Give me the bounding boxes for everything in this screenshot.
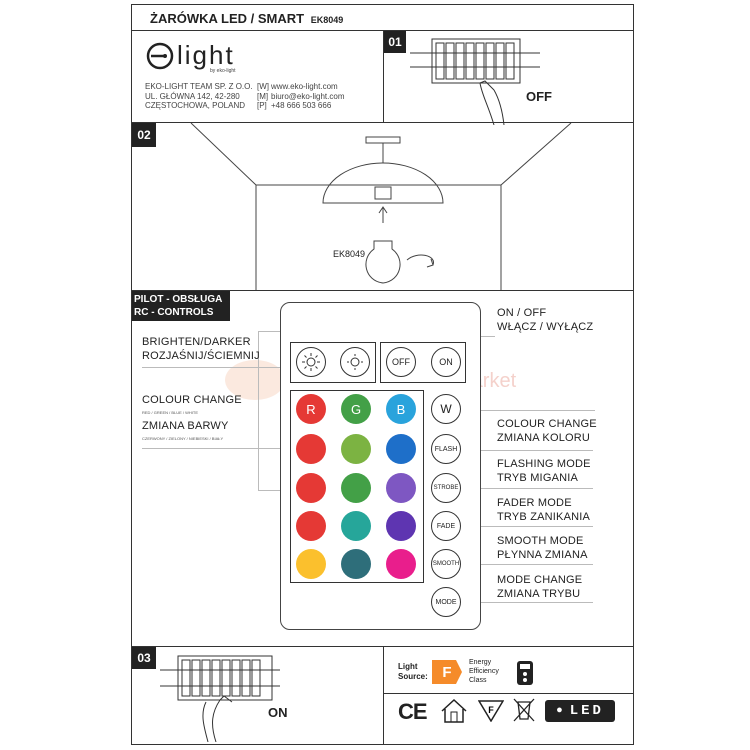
sun-down-icon xyxy=(347,354,363,370)
phone-number: +48 666 503 666 xyxy=(271,101,332,110)
colour-grid-button[interactable] xyxy=(341,473,371,503)
breaker-off-illustration xyxy=(410,38,540,125)
on-button[interactable]: ON xyxy=(431,347,461,377)
white-button[interactable]: W xyxy=(431,394,461,424)
colour-change-sub: RED / GREEN / BLUE / WHITE xyxy=(142,410,199,415)
product-title: ŻARÓWKA LED / SMART xyxy=(150,11,305,26)
colour-grid-button[interactable] xyxy=(341,434,371,464)
zmiana-barwy-sub: CZERWONY / ZIELONY / NIEBIESKI / BIAŁY xyxy=(142,436,224,441)
fade-button[interactable]: FADE xyxy=(431,511,461,541)
divider xyxy=(131,122,634,123)
step-03-state: ON xyxy=(268,705,288,720)
brand-logo: light xyxy=(145,40,235,71)
step-03-number: 03 xyxy=(132,647,156,669)
flash-button[interactable]: FLASH xyxy=(431,434,461,464)
green-button[interactable]: G xyxy=(341,394,371,424)
divider xyxy=(383,30,384,123)
logo-text: light xyxy=(177,40,235,70)
weee-bin-icon xyxy=(513,698,535,722)
mode-button[interactable]: MODE xyxy=(431,587,461,617)
power-group xyxy=(380,342,466,383)
fader-mode-label: FADER MODE TRYB ZANIKANIA xyxy=(497,497,591,523)
instruction-sheet xyxy=(131,4,634,745)
light-source-label: Light Source: xyxy=(398,662,428,681)
red-button[interactable]: R xyxy=(296,394,326,424)
energy-class-text: Energy Efficiency Class xyxy=(469,659,499,684)
off-button[interactable]: OFF xyxy=(386,347,416,377)
colour-change-label: COLOUR CHANGE xyxy=(142,394,242,406)
brighten-button[interactable] xyxy=(296,347,326,377)
contact-keys: [W] [M] [P] xyxy=(257,82,269,110)
divider xyxy=(131,30,634,31)
company-address: EKO-LIGHT TEAM SP. Z O.O. UL. GŁÓWNA 142… xyxy=(145,82,253,110)
colour-grid-button[interactable] xyxy=(386,473,416,503)
indoor-use-icon xyxy=(441,698,467,723)
zmiana-barwy-label: ZMIANA BARWY xyxy=(142,420,229,432)
bulb-code: EK8049 xyxy=(333,249,366,259)
breaker-on-illustration xyxy=(160,655,280,742)
led-bulb-icon: ● xyxy=(556,705,566,717)
divider xyxy=(131,290,634,291)
led-badge: ● LED xyxy=(545,700,615,722)
colour-group xyxy=(290,390,424,583)
colour-grid-button[interactable] xyxy=(386,434,416,464)
colour-grid-button[interactable] xyxy=(296,549,326,579)
ceiling-lamp-illustration xyxy=(190,123,572,290)
watermark xyxy=(225,360,285,400)
blue-button[interactable]: B xyxy=(386,394,416,424)
eko-light-logo-icon xyxy=(146,42,174,69)
remote-section-title: PILOT - OBSŁUGA RC - CONTROLS xyxy=(132,291,231,321)
website-link[interactable]: www.eko-light.com xyxy=(271,82,338,91)
step-02-number: 02 xyxy=(132,123,156,147)
colour-grid-button[interactable] xyxy=(296,511,326,541)
strobe-button[interactable]: STROBE xyxy=(431,473,461,503)
ce-mark: CE xyxy=(398,699,428,724)
brighten-label: BRIGHTEN/DARKER ROZJAŚNIJ/ŚCIEMNIJ xyxy=(142,336,260,362)
smooth-mode-label: SMOOTH MODE PŁYNNA ZMIANA xyxy=(497,535,588,561)
colour-grid-button[interactable] xyxy=(296,434,326,464)
logo-subtext: by eko-light xyxy=(210,68,236,74)
product-code: EK8049 xyxy=(310,15,344,25)
f-mark-icon: F xyxy=(478,700,504,722)
svg-text:F: F xyxy=(488,705,494,715)
divider xyxy=(131,646,634,647)
smooth-button[interactable]: SMOOTH xyxy=(431,549,461,579)
darker-button[interactable] xyxy=(340,347,370,377)
sun-up-icon xyxy=(302,353,320,371)
header: ŻARÓWKA LED / SMART EK8049 xyxy=(150,11,343,26)
mode-change-label: MODE CHANGE ZMIANA TRYBU xyxy=(497,574,583,600)
colour-grid-button[interactable] xyxy=(386,511,416,541)
onoff-label: ON / OFF WŁĄCZ / WYŁĄCZ xyxy=(497,307,594,333)
step-01-number: 01 xyxy=(384,31,406,53)
brightness-group xyxy=(290,342,376,383)
colour-grid-button[interactable] xyxy=(296,473,326,503)
contact-values: www.eko-light.com biuro@eko-light.com +4… xyxy=(271,82,344,111)
colour-grid-button[interactable] xyxy=(341,549,371,579)
remote-icon xyxy=(517,661,533,685)
divider xyxy=(383,646,384,745)
divider xyxy=(383,693,634,694)
flashing-mode-label: FLASHING MODE TRYB MIGANIA xyxy=(497,458,591,484)
colour-change-2-label: COLOUR CHANGE ZMIANA KOLORU xyxy=(497,418,597,444)
step-01-state: OFF xyxy=(526,89,552,104)
email-link[interactable]: biuro@eko-light.com xyxy=(271,91,345,101)
colour-grid-button[interactable] xyxy=(341,511,371,541)
energy-class-badge: F xyxy=(432,660,462,684)
colour-grid-button[interactable] xyxy=(386,549,416,579)
